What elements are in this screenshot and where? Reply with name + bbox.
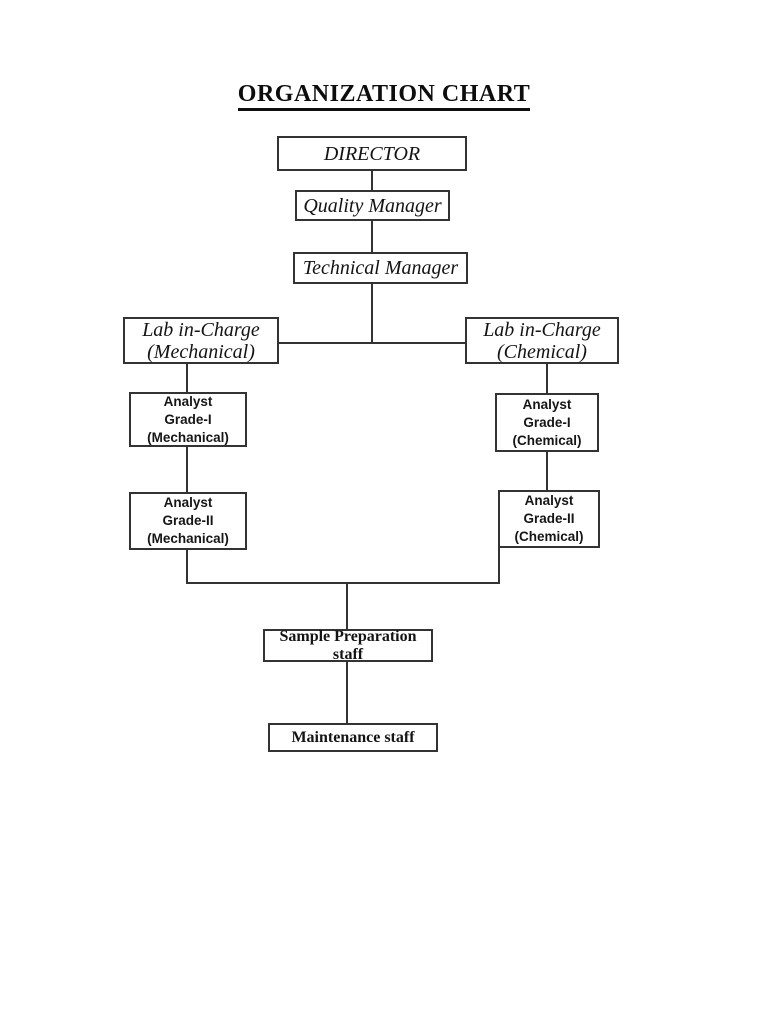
node-analyst-grade2-chemical: Analyst Grade-II (Chemical) (498, 490, 600, 548)
connector-lab-mech-analyst1-mech (186, 364, 188, 392)
node-analyst-grade2-mechanical-line3: (Mechanical) (147, 531, 229, 546)
node-quality-manager: Quality Manager (295, 190, 450, 221)
connector-analyst2-mech-drop (186, 550, 188, 584)
node-analyst-grade2-mechanical: Analyst Grade-II (Mechanical) (129, 492, 247, 550)
node-analyst-grade2-chemical-line1: Analyst (524, 493, 574, 508)
node-analyst-grade1-chemical-line2: Grade-I (523, 414, 571, 430)
node-director-label: DIRECTOR (323, 142, 421, 165)
page-title-text: ORGANIZATION CHART (237, 81, 531, 112)
node-lab-incharge-chemical-line2: (Chemical) (497, 340, 587, 363)
node-sample-preparation-staff-label: Sample Preparation staff (279, 627, 417, 663)
connector-sample-maintenance (346, 662, 348, 723)
connector-technical-manager-drop (371, 284, 373, 344)
node-analyst-grade2-mechanical-line1: Analyst (163, 495, 213, 510)
connector-analyst2-chem-drop (498, 548, 500, 584)
node-director: DIRECTOR (277, 136, 467, 171)
connector-director-quality-manager (371, 171, 373, 190)
node-quality-manager-label: Quality Manager (303, 194, 442, 217)
node-analyst-grade2-chemical-line2: Grade-II (523, 511, 575, 526)
node-sample-preparation-staff: Sample Preparation staff (263, 627, 433, 663)
node-analyst-grade1-mechanical-line1: Analyst (163, 393, 213, 409)
connector-sample-preparation-drop (346, 584, 348, 629)
node-lab-incharge-chemical: Lab in-Charge (Chemical) (465, 317, 619, 364)
node-lab-incharge-mechanical-line1: Lab in-Charge (142, 318, 260, 341)
node-analyst-grade1-mechanical-line3: (Mechanical) (147, 429, 229, 445)
node-analyst-grade1-mechanical-line2: Grade-I (164, 411, 212, 427)
node-analyst-grade1-chemical-line3: (Chemical) (512, 432, 582, 448)
node-technical-manager-label: Technical Manager (302, 257, 459, 279)
node-analyst-grade1-mechanical: Analyst Grade-I (Mechanical) (129, 392, 247, 447)
node-lab-incharge-mechanical: Lab in-Charge (Mechanical) (123, 317, 279, 364)
connector-analyst1-analyst2-chem (546, 452, 548, 490)
node-lab-incharge-chemical-line1: Lab in-Charge (483, 318, 601, 341)
node-lab-incharge-mechanical-line2: (Mechanical) (147, 340, 255, 363)
node-analyst-grade1-chemical: Analyst Grade-I (Chemical) (495, 393, 599, 452)
connector-analyst1-analyst2-mech (186, 447, 188, 492)
node-analyst-grade2-chemical-line3: (Chemical) (514, 529, 584, 544)
node-maintenance-staff: Maintenance staff (268, 723, 438, 752)
node-maintenance-staff-label: Maintenance staff (291, 728, 415, 746)
connector-lab-incharge-horizontal (279, 342, 465, 344)
node-analyst-grade2-mechanical-line2: Grade-II (162, 513, 214, 528)
node-analyst-grade1-chemical-line1: Analyst (522, 396, 572, 412)
connector-quality-technical-manager (371, 221, 373, 252)
connector-lab-chem-analyst1-chem (546, 364, 548, 393)
connector-bottom-horizontal (186, 582, 500, 584)
node-technical-manager: Technical Manager (293, 252, 468, 284)
page-title: ORGANIZATION CHART (0, 81, 768, 112)
